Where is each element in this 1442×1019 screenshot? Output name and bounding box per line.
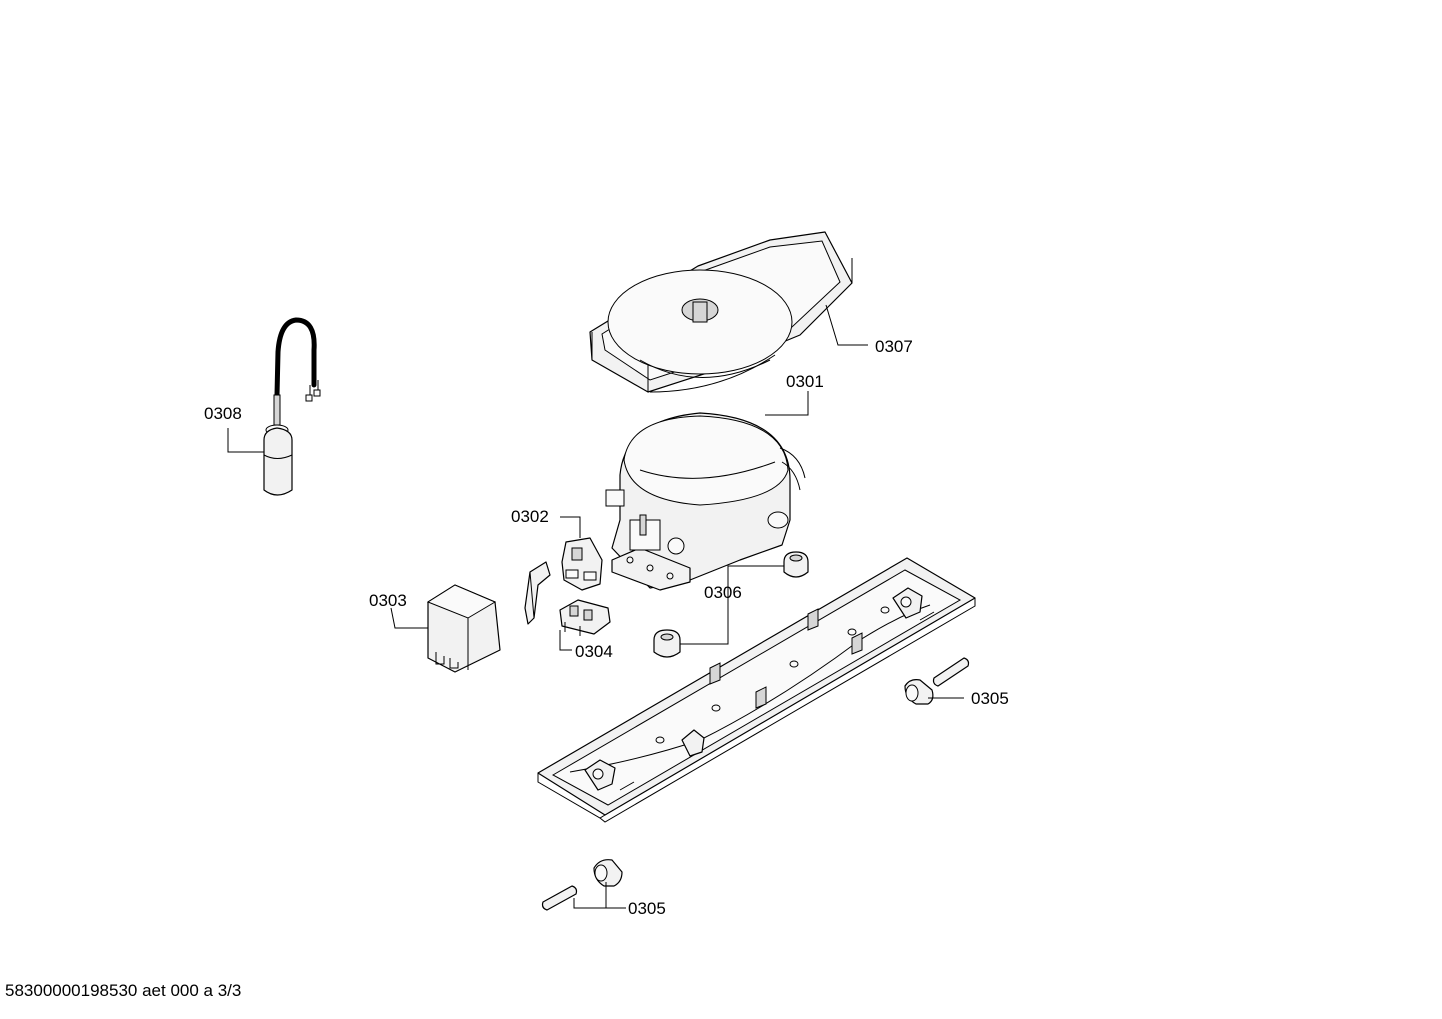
label-0305-right: 0305 — [971, 689, 1009, 708]
label-0306: 0306 — [704, 583, 742, 602]
label-0304: 0304 — [575, 642, 613, 661]
label-0301: 0301 — [786, 372, 824, 391]
part-0306-grommet-lower — [653, 629, 681, 658]
part-0302-starter-relay — [560, 516, 603, 591]
part-0305-bushing-pin-bottom — [541, 859, 626, 911]
part-0305-bushing-pin-right — [904, 657, 970, 705]
part-0307-drip-tray — [589, 231, 868, 393]
label-0307: 0307 — [875, 337, 913, 356]
label-0308: 0308 — [204, 404, 242, 423]
leader-0306 — [680, 565, 784, 645]
document-code: 58300000198530 aet 000 a 3/3 — [5, 981, 242, 1000]
part-0301-compressor — [605, 391, 809, 591]
label-0302: 0302 — [511, 507, 549, 526]
part-0306-grommet-upper — [783, 551, 809, 578]
part-0304-terminal-block — [559, 599, 611, 651]
label-0305-bottom: 0305 — [628, 899, 666, 918]
label-0303: 0303 — [369, 591, 407, 610]
part-0303-cover — [390, 584, 501, 673]
part-mounting-rail — [537, 557, 976, 823]
part-0308-capacitor — [227, 317, 321, 496]
part-clip — [524, 561, 551, 625]
